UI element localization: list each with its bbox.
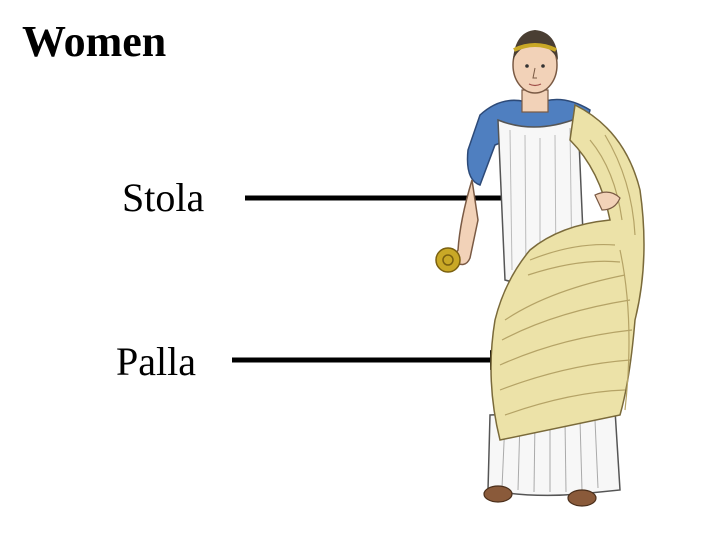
- label-palla: Palla: [116, 339, 196, 384]
- roman-woman-illustration: [435, 30, 645, 507]
- label-stola: Stola: [122, 175, 205, 220]
- slide-title: Women: [22, 17, 167, 66]
